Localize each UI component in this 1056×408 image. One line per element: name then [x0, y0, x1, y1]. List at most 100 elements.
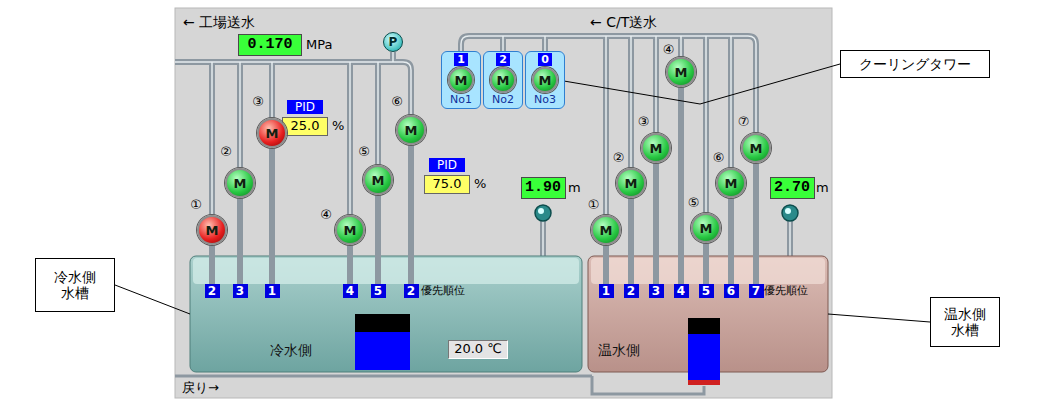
level-sensor-glint: [785, 208, 791, 214]
callout-number: ③: [252, 95, 264, 110]
pump-motor: M: [532, 67, 558, 93]
level-bar-base: [688, 380, 720, 385]
pipe: [269, 148, 275, 284]
node-text: 2.70: [774, 179, 810, 196]
return-label: 戻り→: [182, 381, 219, 396]
node-text: 2: [627, 285, 635, 297]
callout-number: ②: [220, 145, 232, 160]
pipe-highlight: [175, 36, 790, 256]
pump-motor: M: [591, 215, 621, 245]
callout-number: ⑦: [738, 115, 750, 130]
node-text: 25.0: [291, 119, 320, 134]
pipe: [653, 163, 659, 284]
pump-motor: M: [448, 67, 474, 93]
priority-number: 1: [599, 284, 614, 298]
node-text: 6: [727, 285, 735, 297]
node-text: 3: [236, 285, 244, 297]
callout-box: 温水側 水槽: [930, 297, 1000, 347]
unit-label: m: [816, 181, 829, 196]
pump-motor: M: [691, 213, 721, 243]
node-text: 4: [346, 285, 354, 297]
node-text: 温水側: [598, 342, 640, 358]
pid-tag: PID: [287, 100, 323, 114]
callout-box: クーリングタワー: [840, 50, 990, 78]
cooling-tower: No22M: [483, 51, 523, 109]
pump-motor: M: [335, 215, 365, 245]
node-text: 1.90: [525, 179, 561, 196]
node-text: M: [372, 174, 385, 187]
pump-motor: M: [666, 57, 696, 87]
node-text: 75.0: [433, 177, 462, 192]
priority-number: 7: [749, 284, 764, 298]
node-text: 2: [407, 285, 415, 297]
node-text: M: [206, 224, 219, 237]
pump-motor: M: [490, 67, 516, 93]
node-text: M: [650, 142, 663, 155]
pipe: [408, 145, 414, 284]
pressure-gauge: P: [383, 32, 403, 52]
node-text: PID: [295, 101, 315, 113]
return-pipe: [175, 375, 592, 378]
node-text: M: [539, 74, 552, 87]
priority-number: 3: [233, 284, 248, 298]
node-text: 7: [752, 285, 760, 297]
node-text: 温水側 水槽: [942, 306, 988, 338]
priority-number: 6: [724, 284, 739, 298]
priority-number: 3: [649, 284, 664, 298]
callout-number: ③: [638, 115, 650, 130]
node-text: M: [700, 222, 713, 235]
unit-label: %: [332, 119, 344, 134]
node-text: 20.0 ℃: [454, 342, 502, 357]
callout-number: ⑥: [713, 151, 725, 166]
pipe: [375, 195, 381, 284]
node-text: 2: [499, 54, 507, 65]
level-bar-empty: [688, 318, 720, 334]
priority-number: 2: [624, 284, 639, 298]
leader-line: [828, 314, 930, 322]
pump-motor: M: [225, 168, 255, 198]
hot-water-tank: 温水側1234567: [588, 256, 828, 372]
value-display: 0.170: [238, 34, 302, 56]
node-text: クーリングタワー: [859, 56, 971, 72]
pump-motor: M: [616, 168, 646, 198]
pid-tag: PID: [429, 158, 465, 172]
pipe: [347, 245, 353, 284]
flow-label: ← C/T送水: [590, 14, 657, 30]
unit-label: MPa: [306, 38, 332, 53]
callout-number: ④: [663, 43, 675, 58]
cold-water-tank: 冷水側 2 3 1 4 5 2 20.0 ℃: [190, 256, 582, 372]
pipe-network: [175, 36, 790, 256]
node-text: 1: [268, 285, 276, 297]
node-text: M: [725, 177, 738, 190]
node-text: 5: [702, 285, 710, 297]
callout-number: ②: [613, 151, 625, 166]
callout-number: ④: [320, 208, 332, 223]
node-text: 2: [208, 285, 216, 297]
screen-panel: [175, 8, 832, 398]
node-text: M: [344, 224, 357, 237]
node-text: 0.170: [247, 36, 292, 53]
callout-number: ⑥: [391, 95, 403, 110]
pipe: [753, 163, 759, 284]
callout-box: 冷水側 水槽: [35, 258, 115, 312]
priority-number: 4: [343, 284, 358, 298]
priority-number: 5: [371, 284, 386, 298]
node-text: M: [234, 177, 247, 190]
node-text: 冷水側: [270, 342, 312, 358]
pipe: [237, 198, 243, 284]
node-text: M: [750, 142, 763, 155]
return-pipe: [592, 376, 704, 394]
value-display: 2.70: [770, 177, 815, 199]
flow-label: ← 工場送水: [183, 14, 255, 30]
level-bar-fill: [688, 334, 720, 380]
node-text: 0: [541, 54, 549, 65]
pipe: [728, 198, 734, 284]
node-text: M: [600, 224, 613, 237]
node-text: 冷水側 水槽: [52, 269, 98, 301]
pipe: [678, 87, 684, 284]
priority-caption: 優先順位: [764, 285, 808, 298]
callout-number: ⑤: [358, 145, 370, 160]
node-text: 1: [602, 285, 610, 297]
leader-line: [115, 285, 190, 314]
cold-water-surface: [193, 258, 579, 284]
